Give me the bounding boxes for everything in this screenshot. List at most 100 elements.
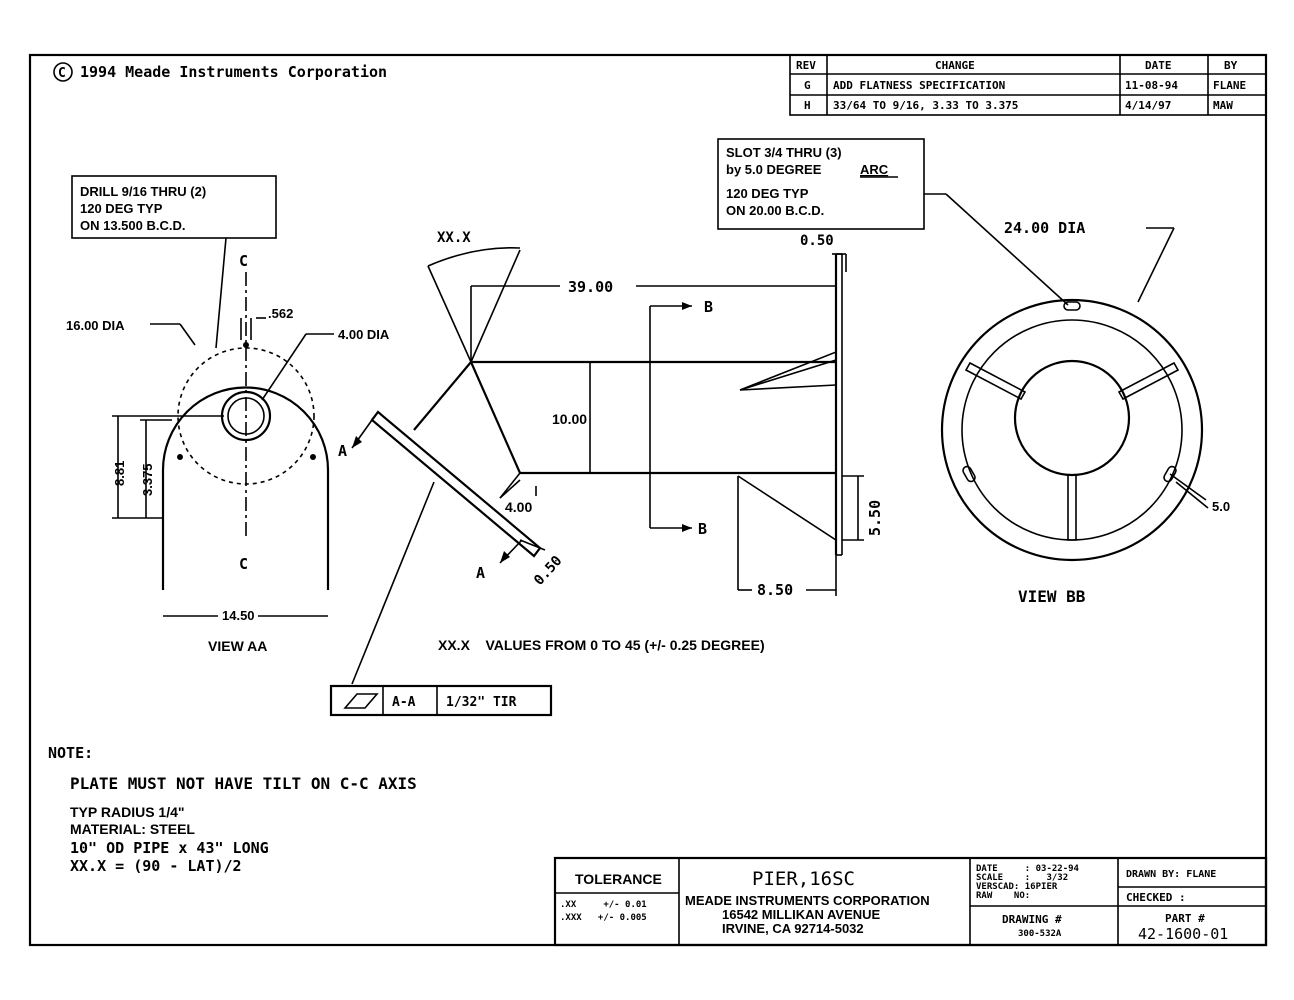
tb-checked: CHECKED :	[1126, 891, 1186, 904]
flatness-datum: A-A	[392, 695, 416, 710]
tolerance-title: TOLERANCE	[575, 871, 662, 887]
sheet-border	[28, 53, 1268, 947]
side-view: XX.X 39.00 10.00 0.50 5.50 8.50 4.00 0.5…	[338, 230, 884, 685]
view-bb: 24.00 DIA 5.0 VIEW BB	[940, 219, 1230, 606]
view-bb-gussets	[964, 361, 1180, 541]
slot-note: SLOT 3/4 THRU (3) by 5.0 DEGREE ARC 120 …	[717, 138, 1069, 306]
base-plate	[370, 410, 542, 558]
section-a-left: A	[338, 442, 347, 460]
tb-drawing-label: DRAWING #	[1002, 913, 1062, 926]
title-block-frame	[553, 856, 1268, 947]
copyright: C 1994 Meade Instruments Corporation	[53, 62, 387, 82]
rev-row-h-rev: H	[804, 99, 811, 112]
tb-drawing-no: 300-532A	[1018, 929, 1062, 939]
slot-note-arc: ARC	[860, 162, 889, 177]
gusset-bottom	[737, 475, 837, 542]
notes-heading: NOTE:	[48, 744, 93, 762]
dim-400: 4.00	[505, 499, 532, 515]
rev-header-by: BY	[1224, 59, 1238, 72]
slot-note-line2: by 5.0 DEGREE	[726, 162, 822, 177]
slot-note-line4: ON 20.00 B.C.D.	[726, 203, 824, 218]
rev-row-h-by: MAW	[1213, 99, 1233, 112]
dim-050-plate: 0.50	[531, 553, 565, 589]
view-aa-hole-top	[243, 342, 249, 348]
drill-note-box	[71, 175, 277, 239]
rev-header-date: DATE	[1145, 59, 1172, 72]
copyright-circle	[53, 62, 73, 82]
view-bb-label: VIEW BB	[1018, 587, 1086, 606]
part-name: PIER,16SC	[752, 868, 855, 890]
section-a-right: A	[476, 564, 485, 582]
title-block: TOLERANCE .XX +/- 0.01 .XXX +/- 0.005 PI…	[553, 856, 1268, 947]
flatness-tolerance: 1/32" TIR	[446, 695, 517, 710]
company-address2: IRVINE, CA 92714-5032	[722, 921, 864, 936]
rev-row-g-change: ADD FLATNESS SPECIFICATION	[833, 79, 1005, 92]
tolerance-xxx: .XXX +/- 0.005	[560, 913, 647, 923]
dim-xx-angle: XX.X	[437, 230, 471, 246]
drill-note: DRILL 9/16 THRU (2) 120 DEG TYP ON 13.50…	[71, 175, 277, 349]
tb-scale: SCALE : 3/32	[976, 873, 1068, 883]
view-aa: C C 16.00 DIA .562 4.00 DIA 8.81 3.375 1…	[66, 252, 390, 654]
tb-part-no: 42-1600-01	[1138, 925, 1228, 943]
company-address1: 16542 MILLIKAN AVENUE	[722, 907, 881, 922]
view-bb-inner	[961, 319, 1183, 541]
xx-values-note: XX.X VALUES FROM 0 TO 45 (+/- 0.25 DEGRE…	[438, 637, 765, 653]
rev-row-g-by: FLANE	[1213, 79, 1246, 92]
rev-header-change: CHANGE	[935, 59, 975, 72]
section-b-bottom: B	[698, 520, 707, 538]
flatness-icon	[343, 693, 379, 709]
tb-drawn-by: DRAWN BY: FLANE	[1126, 869, 1216, 880]
rev-row-h-date: 4/14/97	[1125, 99, 1171, 112]
tb-raw: RAW NO:	[976, 891, 1030, 901]
company-name: MEADE INSTRUMENTS CORPORATION	[685, 893, 930, 908]
notes-line3: MATERIAL: STEEL	[70, 821, 195, 837]
notes-line1: PLATE MUST NOT HAVE TILT ON C-C AXIS	[70, 774, 417, 793]
view-aa-plate-outline	[161, 386, 330, 590]
dim-3900: 39.00	[568, 278, 613, 296]
rev-row-g-date: 11-08-94	[1125, 79, 1178, 92]
revision-frame	[789, 54, 1267, 116]
revision-block: REV CHANGE DATE BY G ADD FLATNESS SPECIF…	[789, 54, 1267, 116]
drill-leader	[215, 237, 227, 349]
rev-row-g-rev: G	[804, 79, 811, 92]
dim-1000: 10.00	[552, 411, 587, 427]
tb-part-label: PART #	[1165, 912, 1205, 925]
drill-note-line2: 120 DEG TYP	[80, 201, 163, 216]
view-aa-hole-left	[177, 454, 183, 460]
dim-881: 8.81	[112, 461, 127, 486]
notes-line4: 10" OD PIPE x 43" LONG	[70, 839, 269, 857]
gusset-top	[739, 350, 837, 391]
copyright-symbol: C	[58, 66, 66, 81]
tb-versacad: VERSCAD: 16PIER	[976, 882, 1058, 892]
slot-left	[962, 465, 976, 483]
dim-3375: 3.375	[140, 463, 155, 496]
notes-line5: XX.X = (90 - LAT)/2	[70, 857, 242, 875]
drill-note-line3: ON 13.500 B.C.D.	[80, 218, 186, 233]
dim-550: 5.50	[866, 500, 884, 536]
view-aa-label: VIEW AA	[208, 638, 267, 654]
notes-line2: TYP RADIUS 1/4"	[70, 804, 185, 820]
rev-header-rev: REV	[796, 59, 816, 72]
slot-note-line1: SLOT 3/4 THRU (3)	[726, 145, 842, 160]
dim-850: 8.50	[757, 581, 793, 599]
section-c-top: C	[239, 252, 248, 270]
dim-050-top: 0.50	[800, 233, 834, 249]
dim-562: .562	[268, 306, 293, 321]
dim-4-dia: 4.00 DIA	[338, 327, 390, 342]
tolerance-xx: .XX +/- 0.01	[560, 900, 647, 910]
slot-note-box	[717, 138, 925, 230]
section-c-bottom: C	[239, 555, 248, 573]
slot-top	[1063, 301, 1081, 311]
copyright-text: 1994 Meade Instruments Corporation	[80, 63, 387, 81]
rev-row-h-change: 33/64 TO 9/16, 3.33 TO 3.375	[833, 99, 1018, 112]
dim-1450: 14.50	[222, 608, 255, 623]
view-bb-pipe	[1013, 359, 1131, 477]
tb-date: DATE : 03-22-94	[976, 864, 1080, 874]
dim-16-dia: 16.00 DIA	[66, 318, 125, 333]
view-aa-hole-right	[310, 454, 316, 460]
section-b-top: B	[704, 298, 713, 316]
dim-24-dia: 24.00 DIA	[1004, 219, 1085, 237]
view-bb-outer	[940, 298, 1204, 562]
drill-note-line1: DRILL 9/16 THRU (2)	[80, 184, 206, 199]
